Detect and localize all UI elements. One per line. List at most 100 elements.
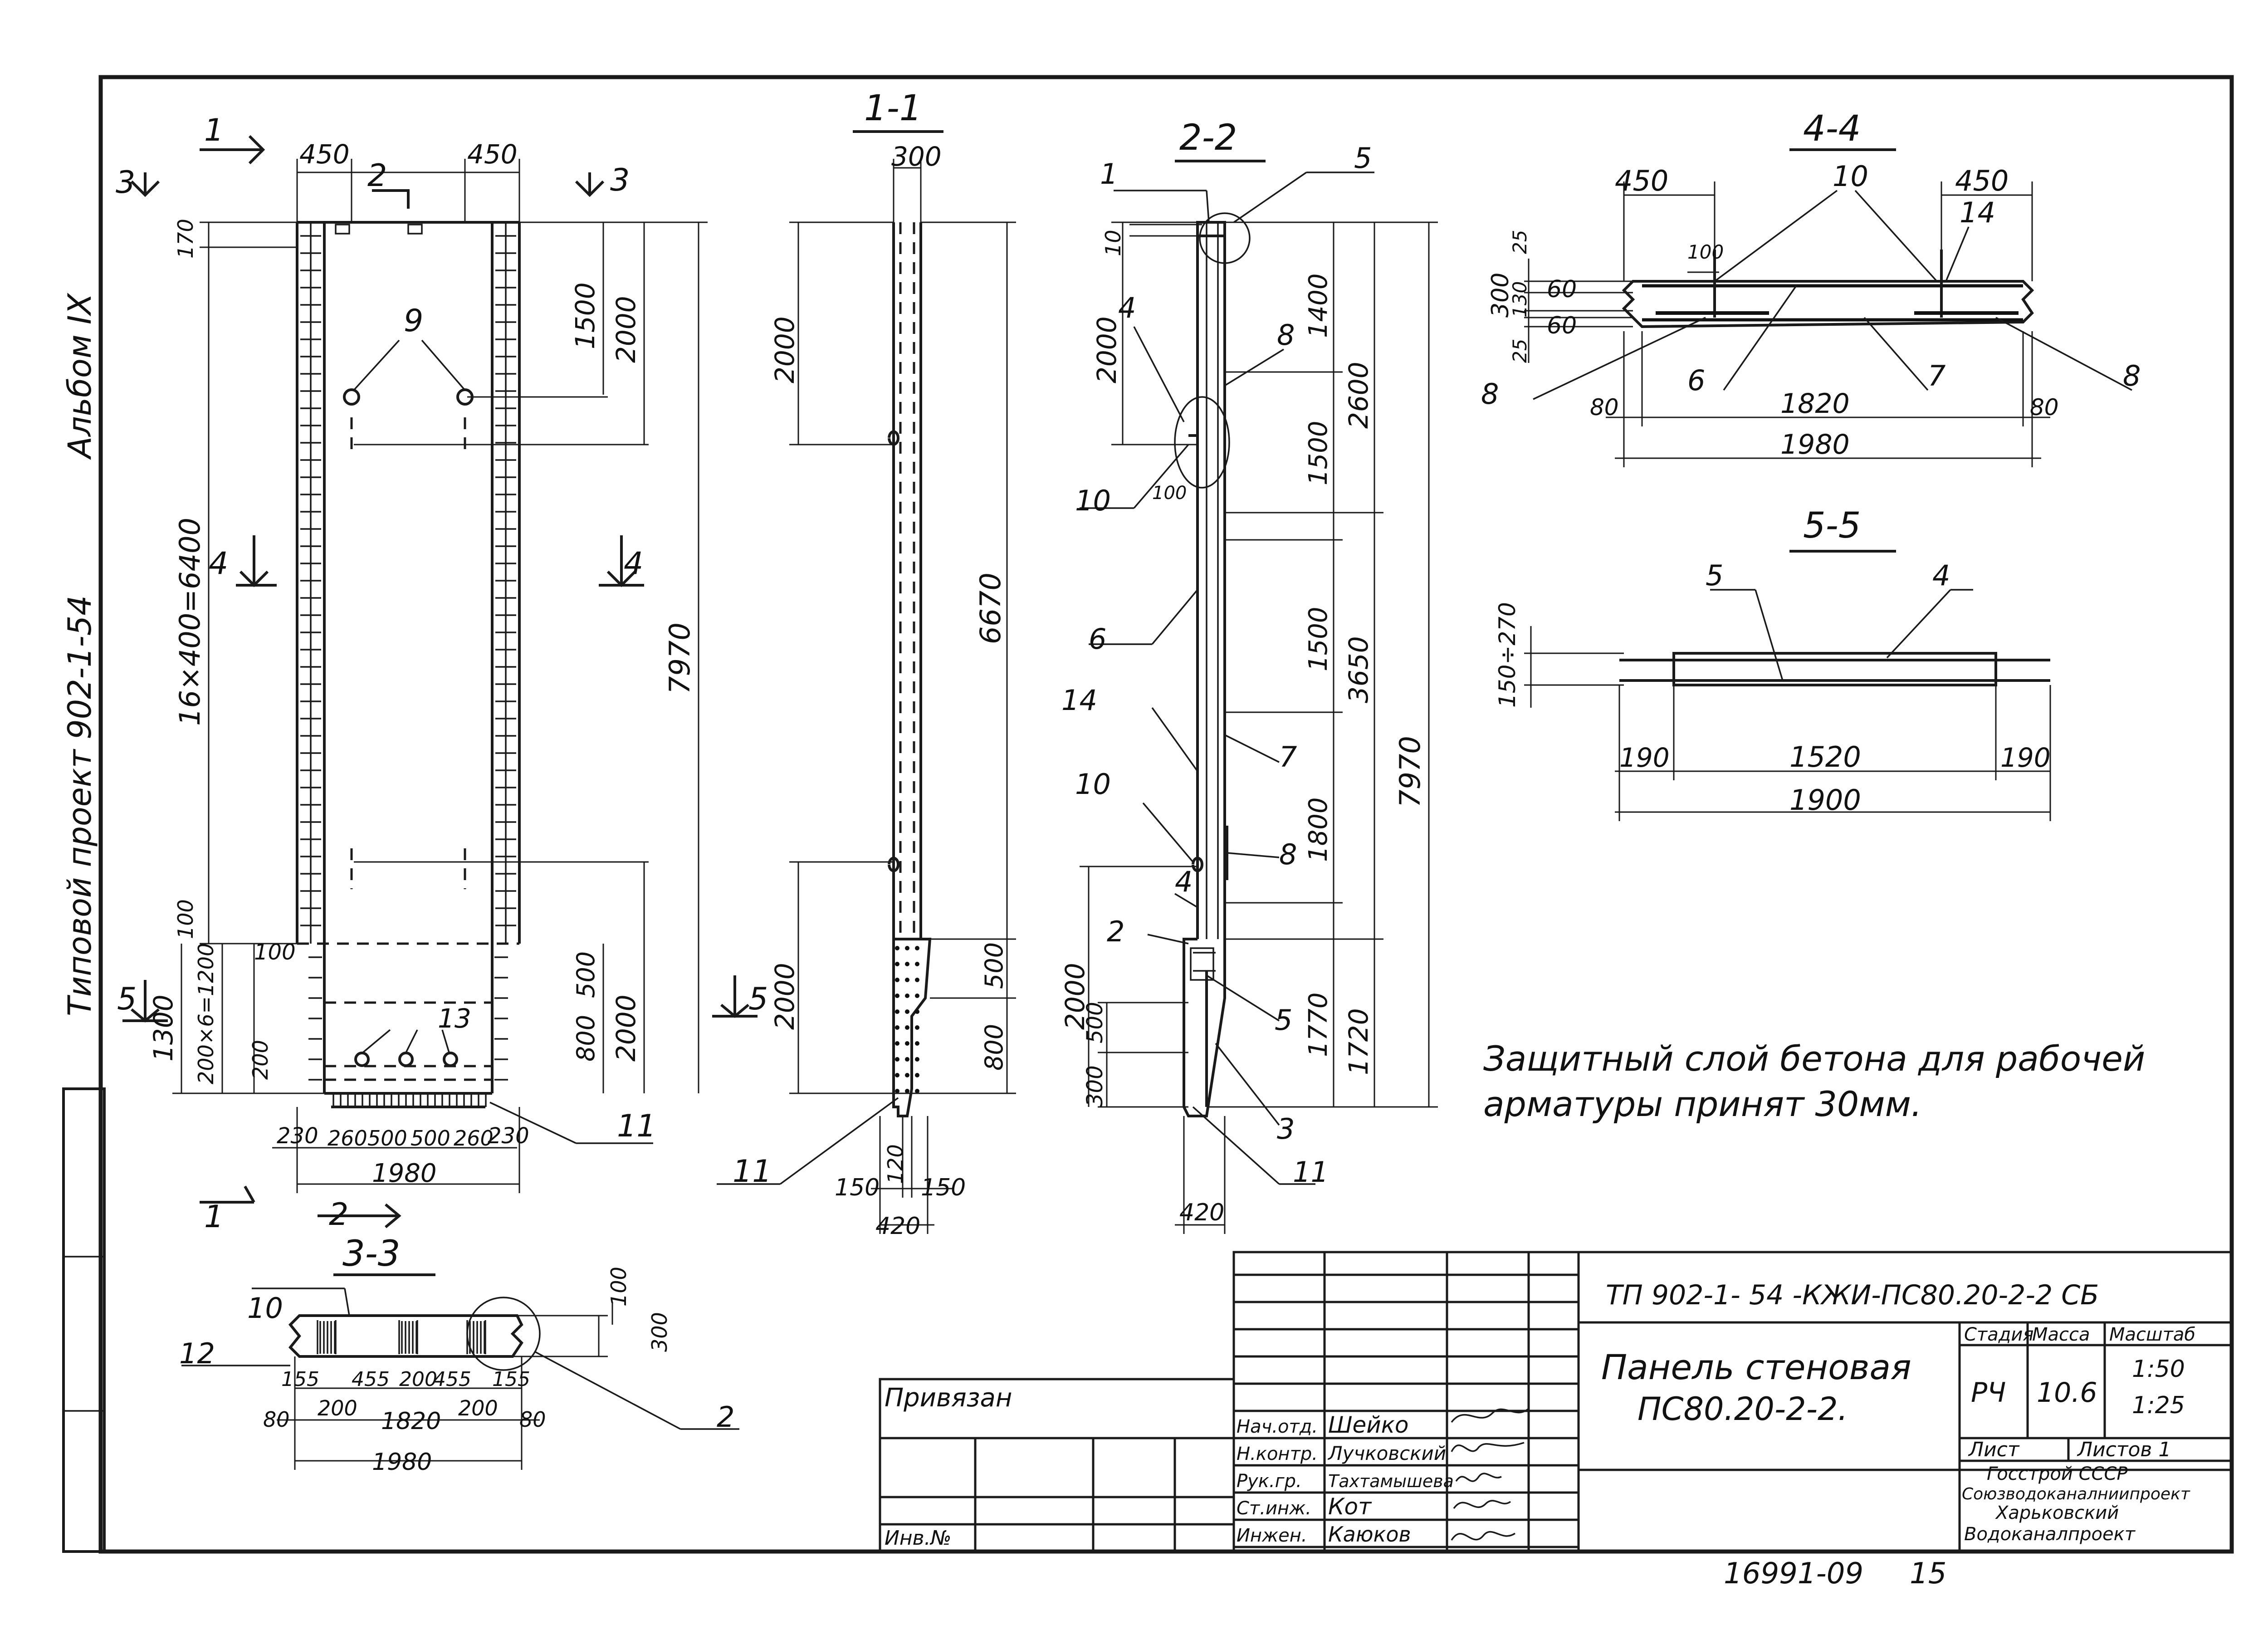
dim-1500: 1500	[570, 282, 601, 349]
s22-dim-1720: 1720	[1343, 1008, 1374, 1075]
callout-11-main: 11	[617, 1108, 656, 1144]
s33-dim-100: 100	[606, 1267, 631, 1307]
tb-scale-header: Масштаб	[2109, 1324, 2195, 1345]
s22-dim-1800: 1800	[1304, 797, 1333, 862]
s44-callout-6: 6	[1687, 364, 1705, 397]
cut-1-top: 1	[204, 113, 224, 148]
tb-role-4: Инжен.	[1237, 1525, 1307, 1546]
dim-500: 500	[572, 951, 600, 998]
s44-dim-450-l: 450	[1615, 164, 1668, 197]
section-1-1-title: 1-1	[864, 88, 922, 129]
tb-org-2: Союзводоканалниипроект	[1962, 1485, 2190, 1503]
main-view: 450 450 170 1500 2000 16×400=6400 7970 1…	[116, 113, 768, 1235]
s22-callout-6: 6	[1089, 622, 1106, 656]
s22-callout-5-bottom: 5	[1275, 1004, 1292, 1037]
s11-dim-150-l: 150	[835, 1174, 880, 1201]
tb-stage: РЧ	[1971, 1377, 2006, 1409]
tb-name-1: Лучковский	[1327, 1442, 1446, 1464]
s33-callout-12: 12	[179, 1337, 215, 1370]
section-2-2: 2-2	[1060, 117, 1438, 1234]
s22-dim-7970: 7970	[1393, 736, 1427, 808]
s33-dim-300: 300	[647, 1312, 672, 1352]
s22-callout-3: 3	[1277, 1112, 1295, 1145]
section-4-4: 4-4 450 450	[1481, 108, 2141, 467]
s22-callout-8-bottom: 8	[1279, 838, 1297, 871]
s44-dim-25-top: 25	[1509, 230, 1531, 254]
section-4-4-title: 4-4	[1803, 108, 1861, 149]
section-2-2-title: 2-2	[1179, 117, 1237, 158]
s22-dim-1770: 1770	[1304, 992, 1333, 1057]
tb-name-3: Кот	[1328, 1493, 1372, 1520]
section-5-5-title: 5-5	[1803, 505, 1861, 546]
s44-dim-100: 100	[1687, 241, 1724, 263]
s44-dim-60-b: 60	[1547, 312, 1577, 339]
s11-dim-2000-top: 2000	[769, 316, 800, 383]
tb-stage-header: Стадия	[1964, 1324, 2033, 1345]
s44-callout-14: 14	[1960, 196, 1995, 229]
dim-100-h: 100	[254, 940, 296, 965]
tb-org-3: Харьковский	[1995, 1503, 2119, 1523]
signature-1	[1451, 1408, 1530, 1423]
s33-dim-80-r: 80	[519, 1407, 546, 1432]
s44-dim-1820: 1820	[1780, 388, 1850, 420]
s22-dim-100: 100	[1152, 483, 1187, 504]
s11-dim-500: 500	[980, 942, 1008, 989]
s22-dim-3650: 3650	[1343, 636, 1374, 703]
tb-mass: 10.6	[2037, 1377, 2097, 1409]
s55-dim-150-270: 150÷270	[1494, 602, 1520, 708]
dim-450-left: 450	[299, 139, 350, 170]
s22-callout-1: 1	[1100, 157, 1118, 191]
s22-dim-1500-b: 1500	[1304, 607, 1333, 671]
s22-callout-7: 7	[1279, 740, 1297, 773]
cut-2-bottom: 2	[329, 1197, 348, 1233]
tb-name-2: Тахтамышева	[1328, 1471, 1454, 1491]
s44-dim-80-l: 80	[1590, 394, 1619, 421]
dim-200x6: 200×6=1200	[194, 943, 218, 1084]
s44-dim-300: 300	[1487, 273, 1514, 318]
sheet-frame	[98, 75, 2234, 1554]
s33-dim-200: 200	[399, 1368, 437, 1391]
dim-16x400: 16×400=6400	[173, 518, 206, 726]
note-line-2: арматуры принят 30мм.	[1483, 1084, 1922, 1124]
side-stamp	[62, 1087, 106, 1553]
s11-dim-300: 300	[891, 141, 942, 172]
s55-dim-1900: 1900	[1789, 783, 1861, 817]
section-1-1: 1-1 300 2000 6670 2000	[717, 88, 1016, 1240]
s22-dim-2000-bottom: 2000	[1060, 963, 1090, 1030]
cut-4-left: 4	[209, 546, 228, 582]
signature-4	[1453, 1500, 1511, 1509]
dim-800: 800	[572, 1015, 600, 1062]
s33-callout-10: 10	[247, 1292, 283, 1325]
s11-callout-11: 11	[733, 1154, 772, 1190]
s33-dim-155-r: 155	[492, 1368, 530, 1391]
s22-dim-1400: 1400	[1304, 273, 1333, 338]
s55-callout-4: 4	[1932, 559, 1950, 592]
tb-scale-2: 1:25	[2132, 1392, 2185, 1419]
tb-mass-header: Масса	[2032, 1324, 2090, 1345]
s55-dim-190-r: 190	[2000, 742, 2051, 773]
dim-1980: 1980	[372, 1159, 437, 1188]
s11-dim-420: 420	[875, 1213, 920, 1240]
s11-dim-120: 120	[883, 1144, 908, 1184]
s33-dim-200-l: 200	[318, 1396, 357, 1420]
s11-dim-150-r: 150	[921, 1174, 966, 1201]
tb-name-1: Панель стеновая	[1601, 1347, 1911, 1387]
tb-name-0: Шейко	[1328, 1412, 1409, 1438]
dim-170: 170	[173, 219, 198, 259]
s44-dim-130: 130	[1509, 281, 1531, 318]
s22-callout-14: 14	[1061, 684, 1097, 717]
tb-sheet: Лист	[1968, 1438, 2020, 1461]
signature-5	[1451, 1531, 1515, 1541]
s22-callout-4-top: 4	[1118, 291, 1136, 324]
dim-500-a: 500	[367, 1126, 407, 1150]
section-5-5: 5-5 150÷270 190 1520 190 1900 5 4	[1494, 505, 2051, 821]
page-number: 15	[1910, 1557, 1946, 1591]
s22-callout-10-top: 10	[1075, 484, 1111, 517]
s22-dim-2000-top: 2000	[1091, 316, 1122, 383]
dim-260-l: 260	[327, 1126, 367, 1150]
s33-dim-1980: 1980	[372, 1449, 432, 1476]
s44-callout-8-r: 8	[2123, 359, 2141, 392]
dim-7970: 7970	[663, 622, 696, 694]
cut-3-left: 3	[116, 165, 135, 201]
